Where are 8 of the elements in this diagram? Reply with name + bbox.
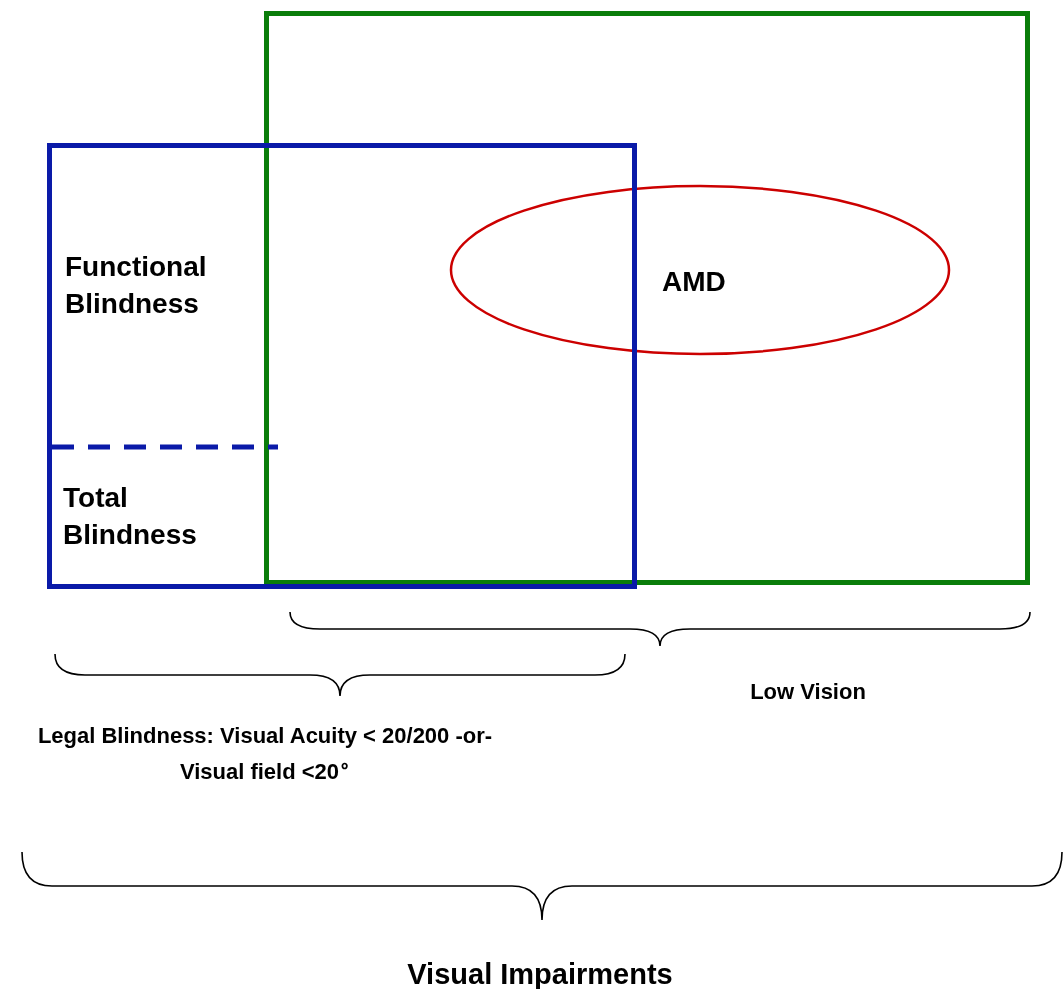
low-vision-box	[264, 11, 1030, 585]
bracket-label: Low Vision	[749, 678, 867, 706]
legal-blindness-box	[47, 143, 637, 589]
region-label: Total Blindness	[63, 481, 198, 552]
region-label: AMD	[662, 265, 727, 299]
bracket-label: Legal Blindness: Visual Acuity < 20/200 -or- Visual field <20$^{∘}$	[36, 722, 494, 787]
region-label: Functional Blindness	[65, 250, 208, 321]
amd-ellipse	[450, 185, 950, 355]
